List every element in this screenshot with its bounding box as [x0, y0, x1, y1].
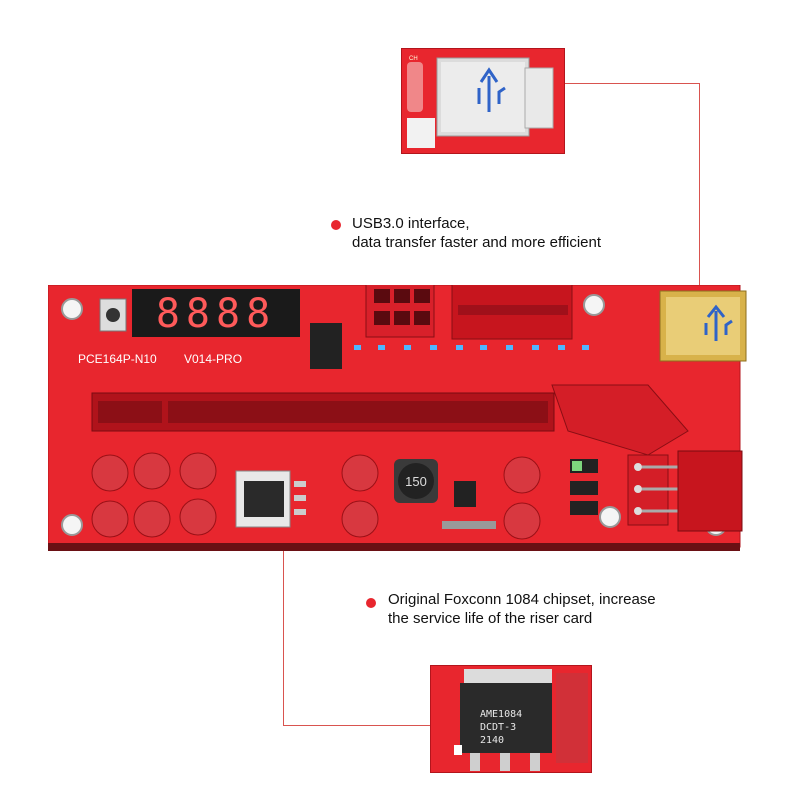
chipset-closeup-image: AME1084 DCDT-3 2140	[430, 665, 592, 773]
usb-callout-line2: data transfer faster and more efficient	[352, 234, 602, 251]
chipset-callout-line1: Original Foxconn 1084 chipset, increase	[388, 591, 656, 608]
red-dot-icon	[366, 598, 376, 608]
version-label: V014-PRO	[184, 352, 242, 366]
callout-line-usb-horizontal	[565, 83, 700, 84]
model-label: PCE164P-N10	[78, 352, 157, 366]
usb-port-closeup-image: CH	[401, 48, 565, 154]
chipset-callout-line2: the service life of the riser card	[388, 610, 593, 627]
inductor-label: 150	[405, 474, 427, 489]
seven-segment-display: 8888	[156, 291, 276, 337]
callout-line-chip-horizontal	[283, 725, 431, 726]
riser-card-board-image: 8888 PCE164P-N10 V014-PRO 150	[48, 285, 747, 551]
usb-trident-icon	[477, 67, 506, 112]
usb-callout-line1: USB3.0 interface,	[352, 215, 470, 232]
usb-callout-text: USB3.0 interface, data transfer faster a…	[352, 214, 601, 252]
chipset-callout-text: Original Foxconn 1084 chipset, increase …	[388, 590, 656, 628]
callout-line-chip-vertical	[283, 548, 284, 726]
callout-line-usb-vertical	[699, 83, 700, 288]
svg-text:CH: CH	[409, 56, 418, 62]
chip-marking-line1: AME1084	[480, 709, 522, 720]
red-dot-icon	[331, 220, 341, 230]
chip-marking-line3: 2140	[480, 735, 504, 746]
chip-marking-line2: DCDT-3	[480, 722, 516, 733]
